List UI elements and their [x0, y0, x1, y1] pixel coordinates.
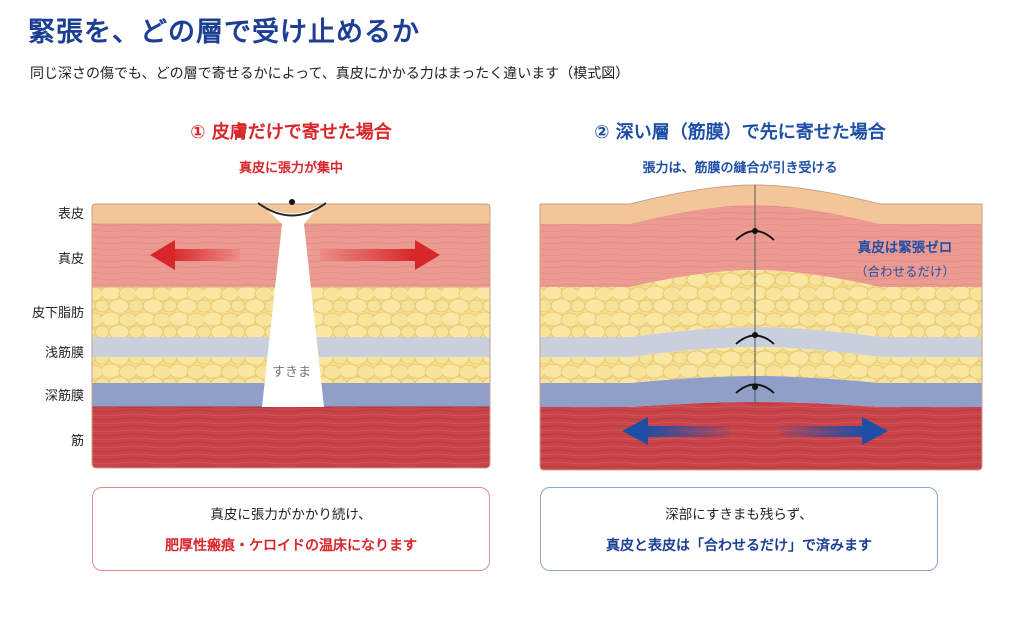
left-suture-knot: [289, 199, 295, 205]
layer-label-epidermis: 表皮: [57, 207, 84, 222]
right-tissue-block: [540, 185, 982, 470]
left-muscle-layer: [92, 407, 490, 468]
right-dermis-layer: [540, 205, 982, 287]
right-tension-arrow-right: [780, 417, 888, 445]
left-skin-suture: [257, 202, 327, 217]
right-callout-box: 深部にすきまも残らず、 真皮と表皮は「合わせるだけ」で済みます: [540, 487, 938, 571]
layer-label-deep-fascia: 深筋膜: [44, 389, 84, 404]
page-subtitle: 同じ深さの傷でも、どの層で寄せるかによって、真皮にかかる力はまったく違います（模…: [30, 66, 630, 82]
right-fat-layer-lower: [540, 347, 982, 383]
right-panel-heading: ② 深い層（筋膜）で先に寄せた場合: [594, 122, 886, 143]
left-tension-arrow-left: [150, 240, 240, 270]
right-fat-layer: [540, 270, 982, 337]
layer-label-superficial-fascia: 浅筋膜: [44, 346, 84, 361]
left-callout-box: 真皮に張力がかかり続け、 肥厚性瘢痕・ケロイドの温床になります: [92, 487, 490, 571]
page-title: 緊張を、どの層で受け止めるか: [28, 17, 420, 48]
left-callout-line2: 肥厚性瘢痕・ケロイドの温床になります: [165, 538, 417, 554]
right-callout-line2: 真皮と表皮は「合わせるだけ」で済みます: [606, 538, 872, 554]
right-deep-fascia-suture: [735, 383, 775, 394]
left-panel-heading: ① 皮膚だけで寄せた場合: [190, 122, 392, 143]
right-epidermis-layer: [540, 185, 982, 224]
right-callout-line1: 深部にすきまも残らず、: [665, 507, 813, 523]
left-tension-arrow-right: [320, 240, 440, 270]
right-tension-arrow-left: [622, 417, 730, 445]
right-panel-subheading: 張力は、筋膜の縫合が引き受ける: [642, 161, 838, 176]
dermis-zero-tension-subtext: （合わせるだけ）: [854, 264, 955, 279]
left-panel-header: ① 皮膚だけで寄せた場合 真皮に張力が集中: [91, 118, 491, 176]
layer-label-muscle: 筋: [70, 434, 84, 449]
right-superficial-fascia-suture: [735, 332, 775, 345]
layer-label-fat: 皮下脂肪: [31, 306, 84, 321]
right-dermis-suture: [735, 228, 775, 241]
dermis-zero-tension-text: 真皮は緊張ゼロ: [857, 240, 953, 256]
wound-gap: [262, 205, 324, 407]
layer-label-dermis: 真皮: [57, 252, 84, 267]
left-callout-line1: 真皮に張力がかかり続け、: [210, 507, 372, 523]
left-panel-subheading: 真皮に張力が集中: [238, 161, 343, 176]
right-superficial-fascia-layer: [540, 327, 982, 357]
left-tissue-block: [92, 204, 490, 468]
right-muscle-layer: [540, 402, 982, 470]
dermis-zero-tension-note: 真皮は緊張ゼロ （合わせるだけ）: [840, 236, 970, 280]
right-deep-fascia-layer: [540, 376, 982, 407]
right-panel-header: ② 深い層（筋膜）で先に寄せた場合 張力は、筋膜の縫合が引き受ける: [540, 118, 940, 176]
gap-label: すきま: [272, 365, 312, 380]
